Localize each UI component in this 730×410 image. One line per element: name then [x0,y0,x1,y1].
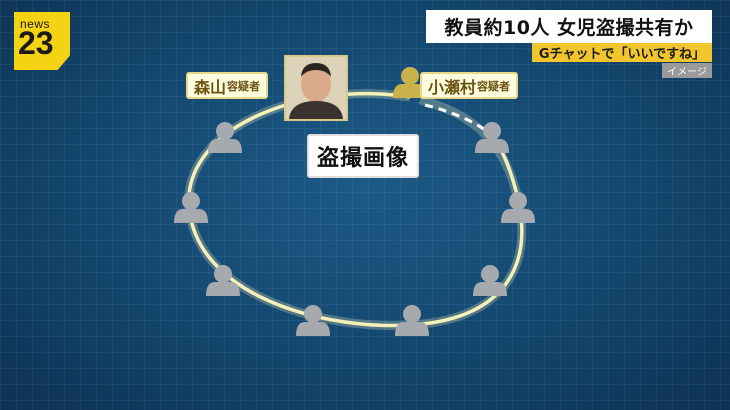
suspect-suffix: 容疑者 [227,79,261,93]
subheadline-banner: Gチャットで「いいですね」 [532,43,712,62]
logo-news-text: news [20,17,51,31]
suspect-label-kosemura: 小瀬村 容疑者 [420,72,519,99]
person-icon [174,192,208,223]
image-tag: イメージ [662,63,712,78]
person-icon [501,192,535,223]
suspect-suffix: 容疑者 [477,79,511,93]
person-icon [473,265,507,296]
suspect-name: 小瀬村 [428,77,477,97]
news23-logo: news 23 [14,12,70,70]
suspect-label-moriyama: 森山 容疑者 [186,72,269,99]
headline-banner: 教員約10人 女児盗撮共有か [426,10,712,43]
logo-number-text: 23 [18,25,54,61]
center-label: 盗撮画像 [307,134,419,178]
suspect-photo [284,55,348,121]
suspect-name: 森山 [194,77,227,97]
